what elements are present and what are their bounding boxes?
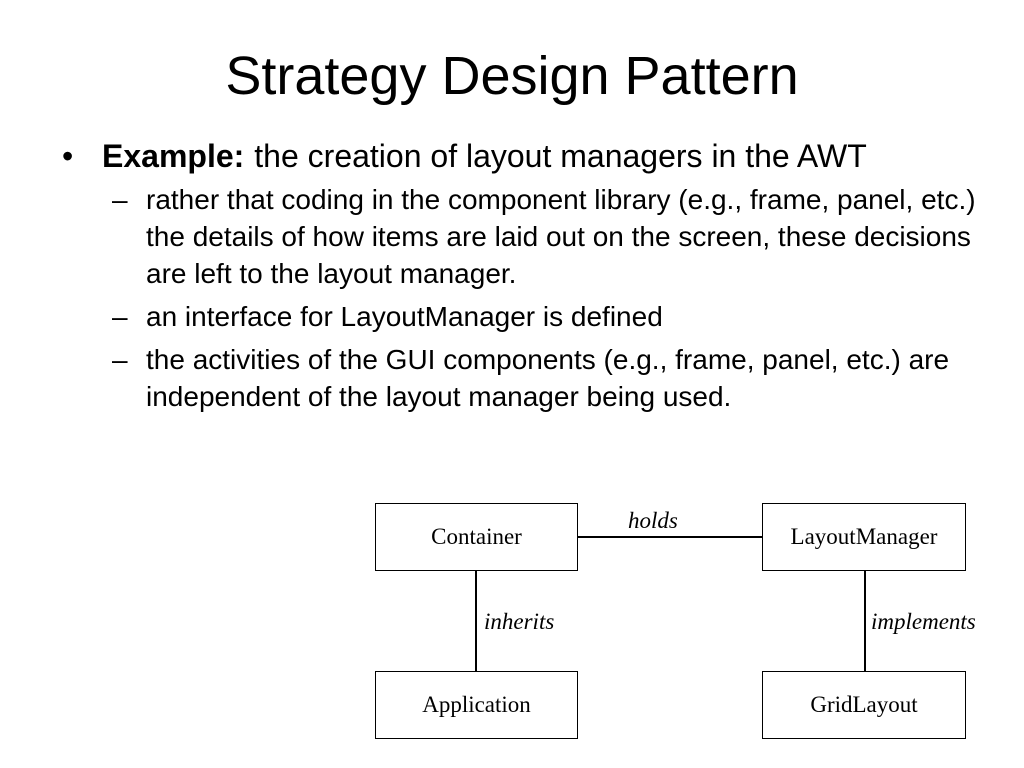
sub-bullet-list: – rather that coding in the component li…: [102, 181, 992, 415]
container-label: Container: [431, 524, 522, 549]
sub-bullet-marker: –: [112, 301, 128, 332]
bullet-marker: •: [62, 138, 74, 174]
implements-connector: [864, 570, 866, 672]
inherits-label: inherits: [484, 609, 555, 634]
sub-bullet-marker: –: [112, 344, 128, 375]
grid-layout-label: GridLayout: [810, 692, 918, 717]
bullet-list: • Example:the creation of layout manager…: [62, 137, 992, 421]
application-box: Application: [375, 671, 578, 739]
sub-bullet-marker: –: [112, 184, 128, 215]
sub-bullet-text: the activities of the GUI components (e.…: [146, 344, 950, 412]
sub-bullet-text: an interface for LayoutManager is define…: [146, 301, 663, 332]
layout-manager-label: LayoutManager: [790, 524, 938, 549]
implements-label: implements: [871, 609, 976, 634]
sub-bullet-text: rather that coding in the component libr…: [146, 184, 976, 289]
sub-bullet-item: – the activities of the GUI components (…: [102, 341, 992, 415]
slide-title: Strategy Design Pattern: [225, 46, 799, 106]
sub-bullet-item: – rather that coding in the component li…: [102, 181, 992, 292]
holds-connector: [577, 536, 763, 538]
bullet-text: the creation of layout managers in the A…: [254, 138, 867, 174]
layout-manager-box: LayoutManager: [762, 503, 966, 571]
inherits-connector: [475, 570, 477, 672]
bullet-lead: Example:: [102, 138, 245, 174]
container-box: Container: [375, 503, 578, 571]
grid-layout-box: GridLayout: [762, 671, 966, 739]
holds-label: holds: [628, 508, 678, 533]
bullet-item-example: • Example:the creation of layout manager…: [62, 137, 992, 415]
sub-bullet-item: – an interface for LayoutManager is defi…: [102, 298, 992, 335]
application-label: Application: [422, 692, 531, 717]
